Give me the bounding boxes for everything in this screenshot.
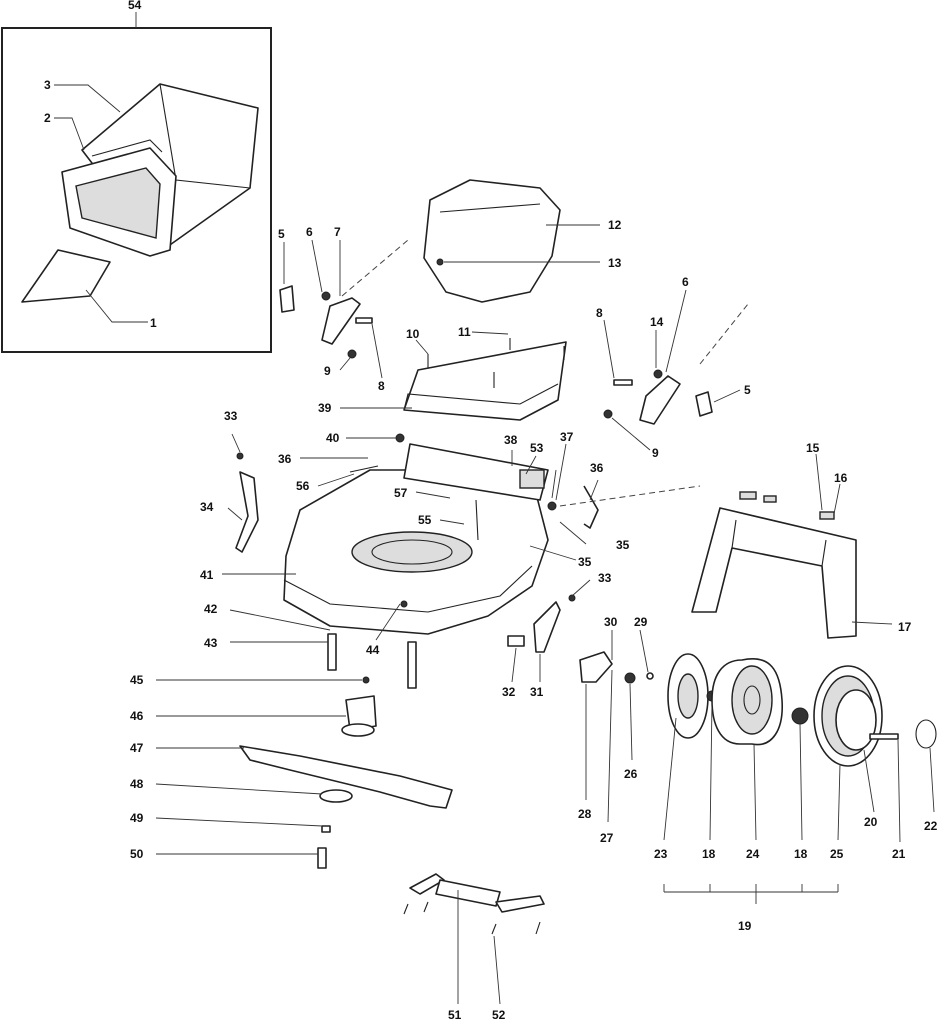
callout: 41 bbox=[200, 568, 214, 582]
height-adjuster-group bbox=[507, 579, 654, 823]
callout: 39 bbox=[318, 401, 332, 415]
callout: 48 bbox=[130, 777, 144, 791]
callout: 12 bbox=[608, 218, 622, 232]
callout-labels: 54 3 2 1 5 6 7 9 8 12 13 10 11 39 6 8 14… bbox=[44, 0, 938, 1022]
right-handle-bracket-group bbox=[603, 289, 749, 451]
callout: 37 bbox=[560, 430, 574, 444]
callout: 23 bbox=[654, 847, 668, 861]
left-handle-bracket-group bbox=[279, 239, 409, 379]
callout: 54 bbox=[128, 0, 142, 12]
callout: 18 bbox=[794, 847, 808, 861]
callout: 31 bbox=[530, 685, 544, 699]
callout: 5 bbox=[278, 227, 285, 241]
callout: 3 bbox=[44, 78, 51, 92]
callout: 10 bbox=[406, 327, 420, 341]
wheel-assembly-group bbox=[663, 653, 937, 904]
callout: 35 bbox=[578, 555, 592, 569]
callout: 52 bbox=[492, 1008, 506, 1022]
callout: 14 bbox=[650, 315, 664, 329]
callout: 25 bbox=[830, 847, 844, 861]
callout: 30 bbox=[604, 615, 618, 629]
deck-group bbox=[222, 433, 701, 635]
grass-collector-inset bbox=[1, 12, 272, 353]
front-axle-group bbox=[403, 873, 545, 1005]
callout: 36 bbox=[278, 452, 292, 466]
callout: 16 bbox=[834, 471, 848, 485]
callout: 53 bbox=[530, 441, 544, 455]
callout: 6 bbox=[306, 225, 313, 239]
callout: 8 bbox=[596, 306, 603, 320]
callout: 15 bbox=[806, 441, 820, 455]
callout: 57 bbox=[394, 486, 408, 500]
rear-guard-group bbox=[691, 453, 893, 639]
callout: 2 bbox=[44, 111, 51, 125]
callout: 33 bbox=[598, 571, 612, 585]
battery-lid-group bbox=[340, 331, 567, 421]
callout: 13 bbox=[608, 256, 622, 270]
callout: 5 bbox=[744, 383, 751, 397]
callout: 18 bbox=[702, 847, 716, 861]
callout: 45 bbox=[130, 673, 144, 687]
callout: 26 bbox=[624, 767, 638, 781]
callout: 27 bbox=[600, 831, 614, 845]
callout: 1 bbox=[150, 316, 157, 330]
callout: 28 bbox=[578, 807, 592, 821]
callout: 46 bbox=[130, 709, 144, 723]
deck-bolts-group bbox=[229, 600, 417, 689]
blade-assembly-group bbox=[155, 676, 453, 869]
callout: 51 bbox=[448, 1008, 462, 1022]
callout: 9 bbox=[324, 364, 331, 378]
engine-cover-group bbox=[423, 179, 600, 303]
callout: 22 bbox=[924, 819, 938, 833]
callout: 50 bbox=[130, 847, 144, 861]
callout: 24 bbox=[746, 847, 760, 861]
callout: 9 bbox=[652, 446, 659, 460]
callout: 8 bbox=[378, 379, 385, 393]
callout: 6 bbox=[682, 275, 689, 289]
callout: 32 bbox=[502, 685, 516, 699]
callout: 29 bbox=[634, 615, 648, 629]
callout: 21 bbox=[892, 847, 906, 861]
callout: 34 bbox=[200, 500, 214, 514]
callout: 20 bbox=[864, 815, 878, 829]
callout: 44 bbox=[366, 643, 380, 657]
callout: 56 bbox=[296, 479, 310, 493]
callout: 43 bbox=[204, 636, 218, 650]
callout: 49 bbox=[130, 811, 144, 825]
callout: 11 bbox=[458, 325, 471, 339]
callout: 19 bbox=[738, 919, 752, 933]
callout: 47 bbox=[130, 741, 144, 755]
callout: 35 bbox=[616, 538, 630, 552]
callout: 36 bbox=[590, 461, 604, 475]
callout: 38 bbox=[504, 433, 518, 447]
callout: 55 bbox=[418, 513, 432, 527]
callout: 40 bbox=[326, 431, 340, 445]
callout: 7 bbox=[334, 225, 341, 239]
callout: 33 bbox=[224, 409, 238, 423]
callout: 17 bbox=[898, 620, 912, 634]
callout: 42 bbox=[204, 602, 218, 616]
